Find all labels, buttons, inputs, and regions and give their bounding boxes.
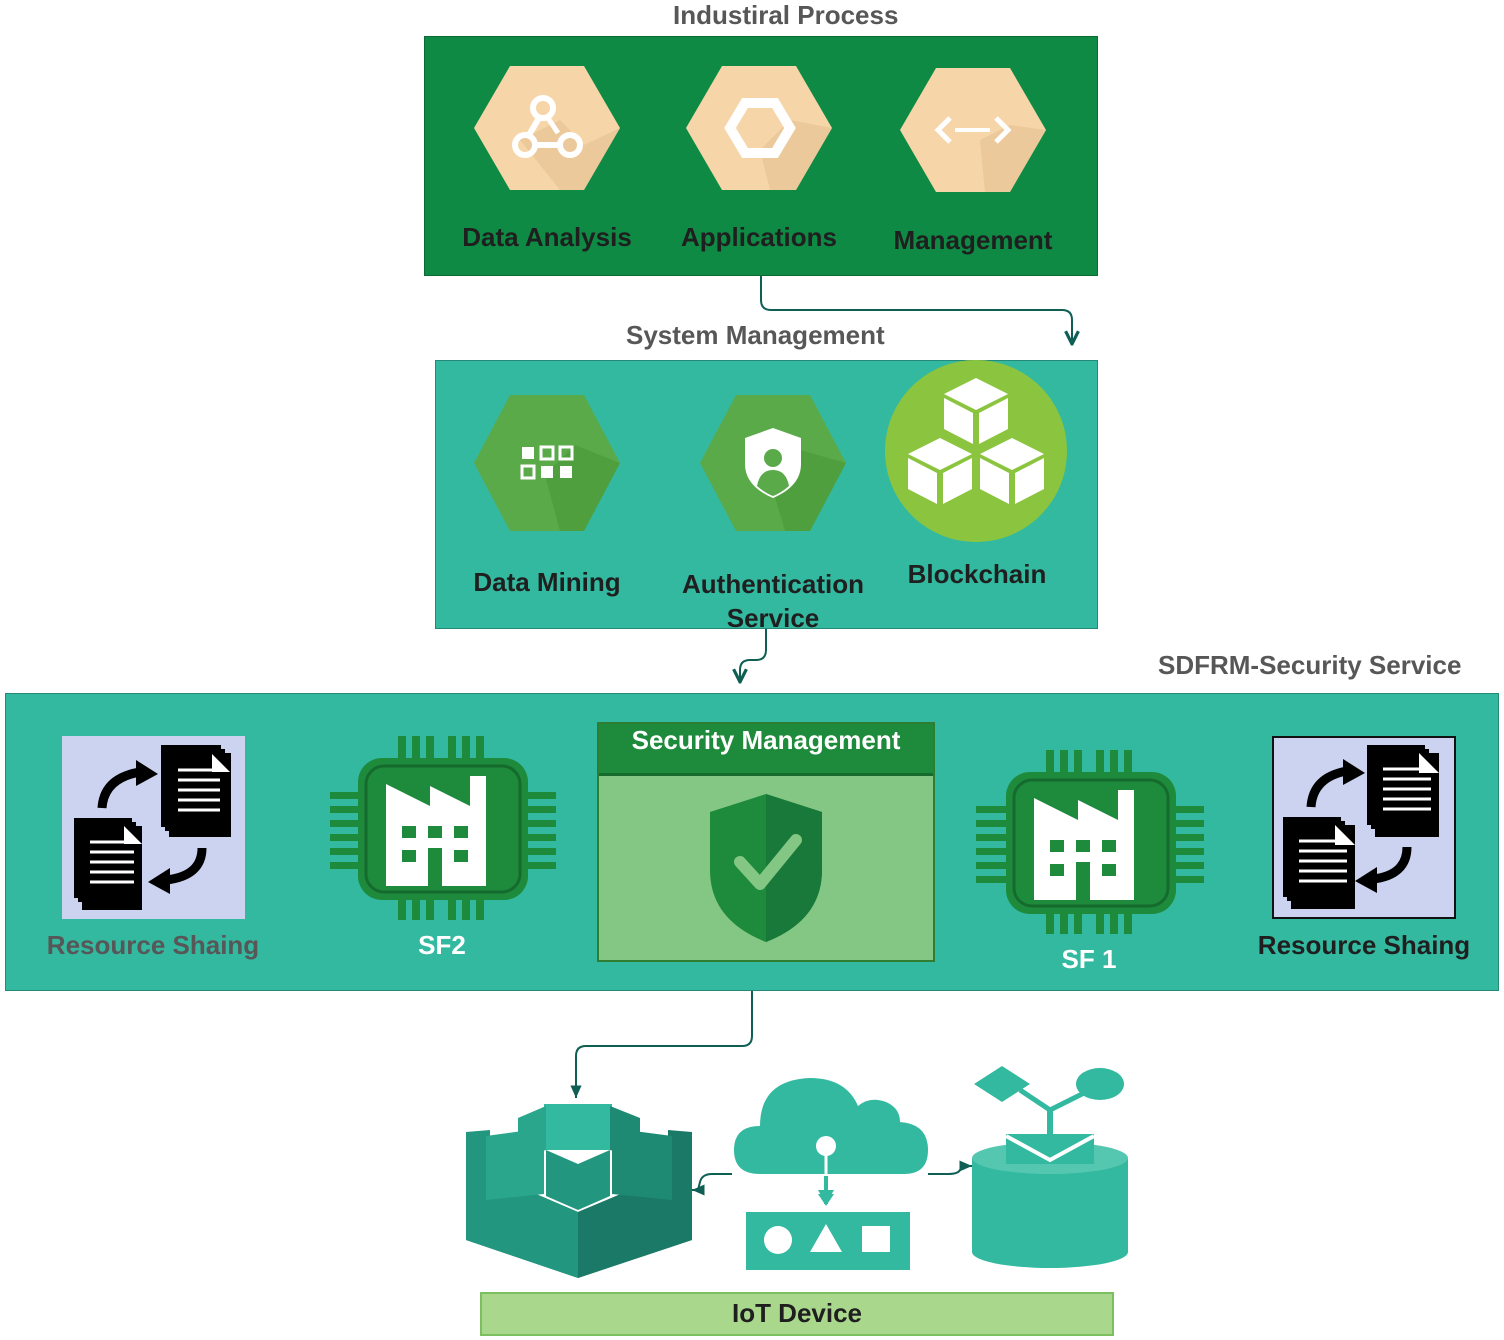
industrial-process-title: Industiral Process [673, 0, 899, 30]
node-blockchain-label: Blockchain [907, 559, 1047, 589]
node-data-analysis-label: Data Analysis [462, 222, 632, 252]
cloud-device-icon [734, 1078, 928, 1270]
sf2-label: SF2 [418, 930, 466, 960]
documents-sync-icon [74, 745, 231, 910]
security-management-title: Security Management [631, 725, 901, 755]
sf1-label: SF 1 [1061, 944, 1117, 974]
grid-dots-icon [474, 395, 620, 531]
node-applications-label: Applications [680, 222, 837, 252]
resource-sharing-left-label: Resource Shaing [46, 930, 260, 960]
sdfrm-title: SDFRM-Security Service [1158, 650, 1462, 680]
system-management-title: System Management [626, 320, 885, 350]
connector-sm-to-sdfrm [740, 629, 767, 682]
code-arrows-icon [900, 68, 1046, 192]
node-management-label: Management [893, 225, 1053, 255]
cubes-icon [885, 360, 1067, 542]
chip-factory-icon [976, 750, 1204, 934]
connector-sdfrm-to-iot [570, 991, 753, 1098]
warehouse-boxes-icon [466, 1104, 692, 1278]
shield-check-icon [710, 794, 822, 942]
iot-device-label: IoT Device [731, 1298, 863, 1328]
user-shield-icon [700, 395, 846, 531]
node-authentication-label-line2: Service [726, 603, 820, 633]
hexagon-ring-icon [686, 66, 832, 190]
graph-nodes-icon [474, 66, 620, 190]
arrow-cloud-to-database [928, 1160, 972, 1175]
connector-ip-to-sm [760, 276, 1072, 344]
node-data-mining-label: Data Mining [473, 567, 621, 597]
arrow-cloud-to-warehouse [692, 1173, 732, 1196]
database-tree-icon [972, 1066, 1128, 1268]
iot-device-bar [480, 1292, 1114, 1336]
chip-factory-icon [330, 736, 556, 920]
resource-sharing-right-label: Resource Shaing [1257, 930, 1471, 960]
node-authentication-label-line1: Authentication [682, 569, 864, 599]
node-authentication-label: Authentication Service [660, 567, 886, 635]
documents-sync-icon [1283, 745, 1439, 909]
